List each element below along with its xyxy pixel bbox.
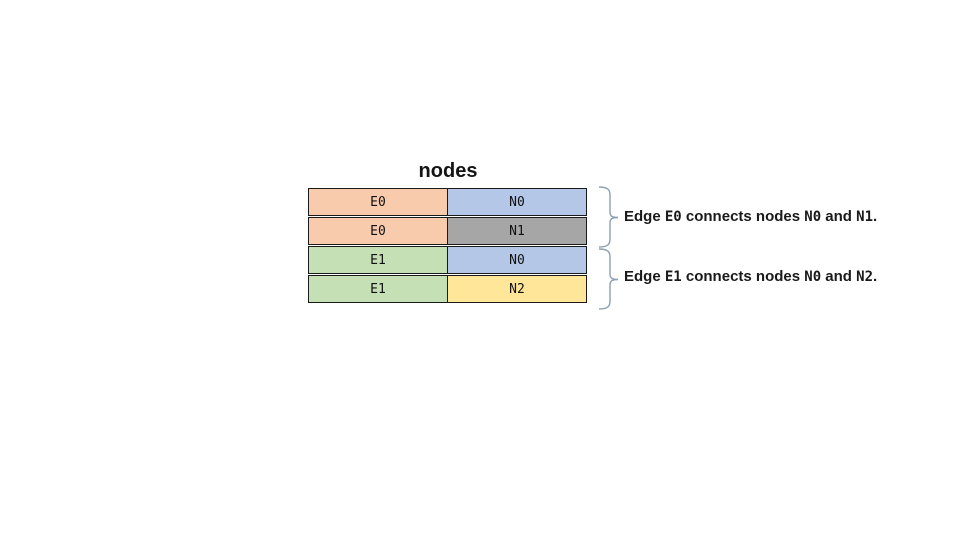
edge-cell: E1 (308, 246, 448, 274)
right-brace-icon (598, 248, 619, 310)
annotation-edge-e0: Edge E0 connects nodes N0 and N1. (624, 208, 954, 228)
node-id: N0 (804, 209, 822, 225)
annotation-mid: connects nodes (685, 208, 801, 225)
annotation-period: . (873, 208, 878, 225)
edge-node-table: E0 N0 E0 N1 E1 N0 E1 N2 (308, 188, 588, 303)
table-row: E0 N0 (308, 188, 588, 216)
annotation-edge-e1: Edge E1 connects nodes N0 and N2. (624, 268, 954, 288)
node-cell: N2 (447, 275, 587, 303)
annotation-conj: and (825, 268, 852, 285)
edge-cell: E0 (308, 217, 448, 245)
node-id: N2 (856, 269, 873, 285)
table-row: E1 N0 (308, 246, 588, 274)
edge-cell: E0 (308, 188, 448, 216)
table-row: E1 N2 (308, 275, 588, 303)
annotation-conj: and (825, 208, 852, 225)
annotation-period: . (873, 268, 878, 285)
node-cell: N1 (447, 217, 587, 245)
table-title: nodes (418, 160, 478, 182)
annotation-prefix: Edge (624, 208, 661, 225)
node-id: N1 (856, 209, 873, 225)
edge-id: E1 (664, 269, 682, 285)
annotation-mid: connects nodes (685, 268, 801, 285)
annotation-prefix: Edge (624, 268, 661, 285)
edge-cell: E1 (308, 275, 448, 303)
table-row: E0 N1 (308, 217, 588, 245)
node-id: N0 (804, 269, 822, 285)
edge-id: E0 (664, 209, 682, 225)
node-cell: N0 (447, 188, 587, 216)
right-brace-icon (598, 186, 619, 248)
node-cell: N0 (447, 246, 587, 274)
